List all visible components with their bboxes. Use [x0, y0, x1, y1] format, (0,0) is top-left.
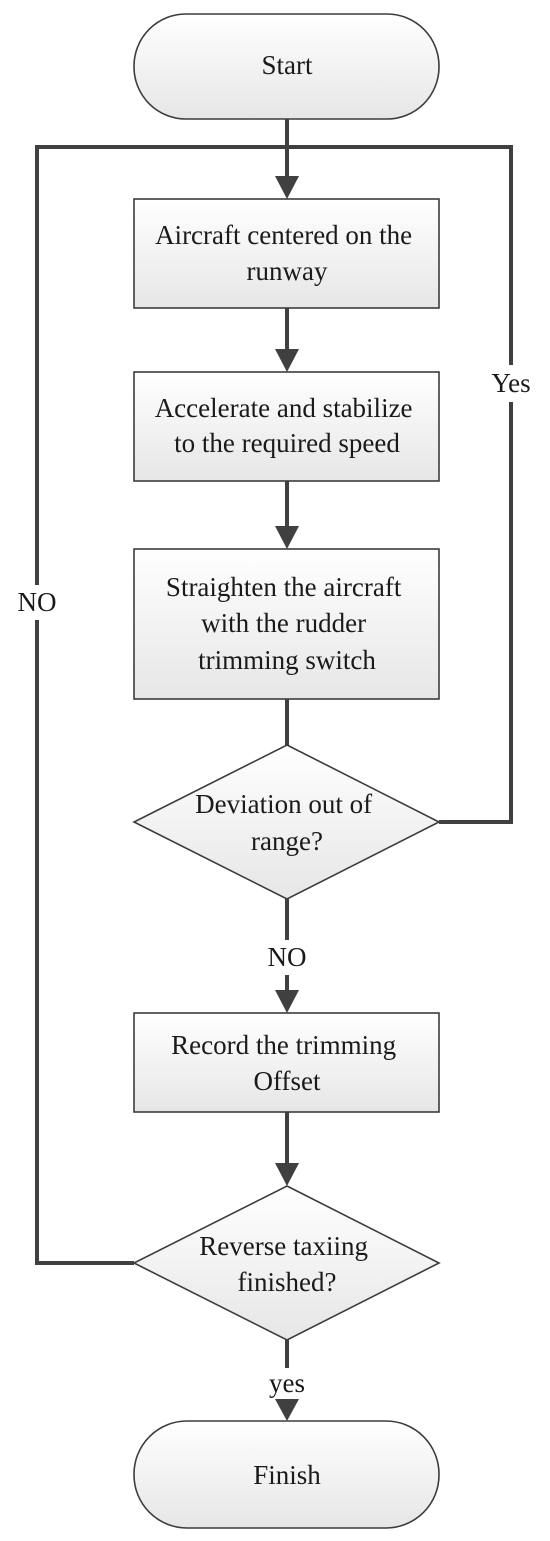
no-down-label: NO [268, 942, 307, 972]
start-terminal [133, 13, 440, 120]
edge-labels: Yes NO NO yes [18, 368, 531, 1398]
arrowhead-straighten [275, 526, 299, 549]
connector-no-loop-upper [35, 145, 287, 585]
node-labels: Start Aircraft centered on the runway Ac… [155, 50, 420, 1490]
start-label: Start [262, 50, 313, 80]
accelerate-label: Accelerate and stabilize to the required… [155, 393, 420, 458]
process-straighten [133, 548, 440, 700]
record-label: Record the trimming Offset [171, 1030, 403, 1096]
connector-yes-loop [439, 402, 513, 824]
decision-deviation [132, 744, 441, 900]
no-loop-label: NO [18, 587, 57, 617]
deviation-label: Deviation out of range? [195, 789, 379, 856]
connector-yes-loop-upper [287, 145, 513, 365]
arrowhead-record [275, 990, 299, 1013]
finish-label: Finish [253, 1460, 321, 1490]
process-centered [133, 198, 440, 309]
connectors [35, 119, 513, 1421]
reverse-label: Reverse taxiing finished? [199, 1231, 374, 1297]
process-accelerate [133, 371, 440, 482]
yes-down-label: yes [269, 1368, 305, 1398]
arrowhead-accelerate [275, 349, 299, 372]
process-record [133, 1012, 440, 1113]
straighten-label: Straighten the aircraft with the rudder … [166, 572, 408, 675]
nodes [132, 13, 441, 1529]
centered-label: Aircraft centered on the runway [155, 220, 419, 286]
arrowhead-centered [275, 176, 299, 199]
connector-no-loop-lower [35, 620, 134, 1265]
arrowhead-finish [275, 1399, 299, 1421]
arrowhead-reverse [275, 1163, 299, 1186]
decision-reverse [132, 1185, 441, 1341]
finish-terminal [133, 1420, 440, 1529]
yes-loop-label: Yes [491, 368, 530, 398]
